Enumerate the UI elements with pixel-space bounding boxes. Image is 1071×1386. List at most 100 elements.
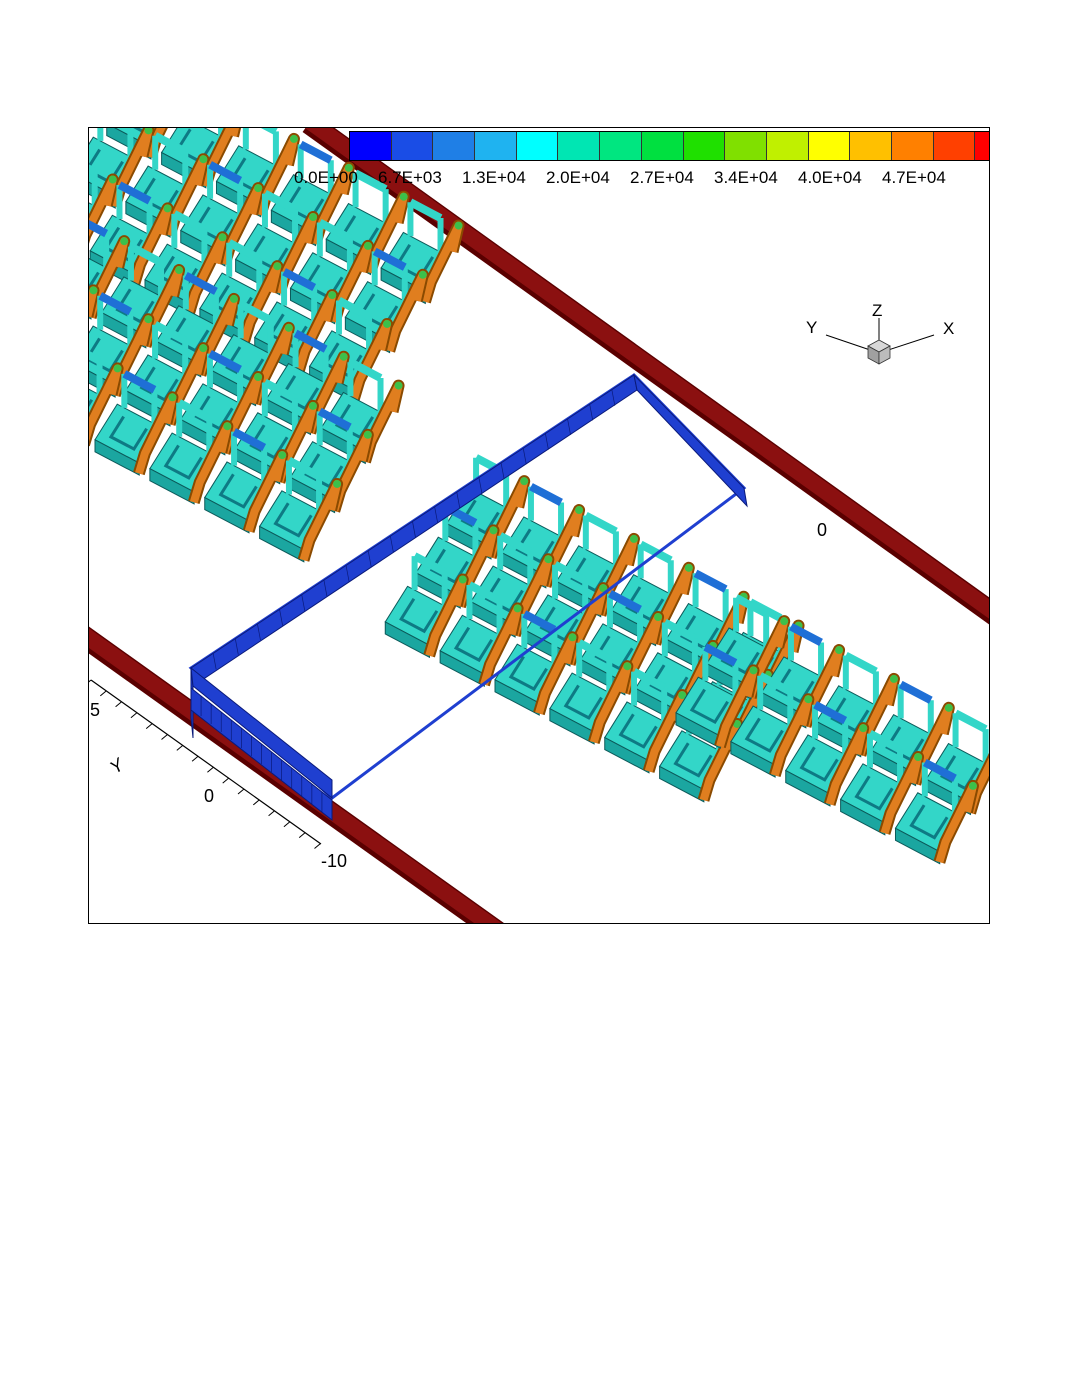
seat-joint	[199, 155, 208, 164]
triad-z-label: Z	[872, 301, 883, 320]
seat-cushion-side	[259, 525, 305, 563]
seat-joint	[89, 286, 98, 295]
seat-headrest	[498, 532, 533, 556]
axis-tick-mark	[207, 766, 214, 773]
colorbar-tick: 2.7E+04	[630, 168, 694, 187]
seat-contour	[304, 264, 344, 300]
seat-headrest	[372, 247, 407, 271]
seat-headrest	[282, 268, 317, 292]
seat-armrest	[935, 781, 977, 864]
block-grid-line	[478, 477, 483, 494]
colorbar-swatch	[850, 132, 892, 160]
seat-joint	[733, 719, 742, 728]
seat-contour	[285, 186, 325, 222]
colorbar-swatch	[475, 132, 517, 160]
seat-headrest	[467, 581, 502, 605]
seat-headrest	[232, 428, 267, 452]
seat-armrest	[385, 270, 427, 353]
axis-tick-mark	[176, 745, 184, 751]
colorbar-tick: 4.7E+04	[882, 168, 946, 187]
seat-headrest	[129, 243, 163, 267]
seat-joint	[780, 617, 789, 626]
seat-headrest	[293, 329, 328, 353]
colorbar-swatch	[641, 132, 684, 160]
seat-armrest	[880, 753, 923, 835]
block-grid-line	[522, 448, 527, 465]
seat-contour	[175, 128, 215, 164]
axis-tick-mark	[191, 755, 199, 762]
seat-headrest	[843, 651, 878, 675]
seat-headrest	[177, 399, 212, 423]
axis-tick-mark	[298, 832, 306, 838]
block-grid-line	[234, 638, 239, 655]
seat-headrest	[734, 594, 769, 618]
seat-cushion-side	[494, 678, 540, 716]
seat	[675, 643, 760, 749]
seat-joint	[175, 266, 184, 275]
seat-joint	[229, 294, 238, 303]
seat-contour	[273, 502, 313, 538]
seat-cushion-side	[730, 740, 776, 778]
seat-headrest	[208, 161, 243, 185]
triad-x-label: X	[943, 319, 955, 338]
seat-joint	[513, 604, 522, 613]
seat-headrest	[172, 210, 207, 234]
axis-tick-mark	[314, 843, 321, 849]
seat-joint	[199, 344, 208, 353]
block-grid-line	[279, 609, 283, 626]
seat-contour	[909, 804, 949, 840]
seat-joint	[254, 184, 263, 193]
seat-joint	[113, 364, 122, 373]
seat-headrest	[89, 164, 97, 176]
axis-tick-mark	[99, 690, 107, 697]
seat-headrest	[153, 321, 188, 345]
seat-armrest	[825, 724, 868, 806]
seat-headrest	[868, 730, 902, 753]
seat-headrest	[608, 590, 642, 613]
seat-headrest	[662, 618, 697, 642]
seat-headrest	[262, 378, 297, 402]
seat-joint	[339, 352, 348, 361]
seat-headrest	[348, 358, 383, 382]
colorbar-swatch	[391, 132, 434, 160]
block-grid-line	[434, 506, 438, 523]
seat	[258, 457, 344, 563]
colorbar-tick-labels: 0.0E+00 6.7E+03 1.3E+04 2.0E+04 2.7E+04 …	[294, 168, 989, 192]
seat-headrest	[153, 132, 188, 156]
seat-contour	[108, 415, 148, 451]
seat-headrest	[337, 297, 371, 320]
seat	[94, 370, 179, 476]
seat-cushion-side	[149, 467, 195, 505]
seat-headrest	[529, 483, 563, 507]
colorbar	[349, 131, 989, 161]
seat-cushion-side	[659, 765, 705, 803]
seat-armrest	[294, 291, 337, 373]
y-axis-tick: 5	[90, 700, 101, 720]
x-axis-tick-partial: 0	[817, 520, 828, 540]
seat-joint	[120, 237, 129, 246]
colorbar-swatch	[808, 132, 851, 160]
seat-joint	[273, 262, 282, 271]
seat-joint	[308, 401, 317, 410]
colorbar-swatch	[683, 132, 726, 160]
seat-contour	[618, 713, 658, 749]
block-grid-line	[390, 536, 394, 553]
seat	[384, 552, 469, 659]
seat-headrest	[898, 680, 933, 704]
seat-headrest	[408, 198, 443, 222]
seat-headrest	[922, 758, 957, 782]
block-right-wall	[633, 373, 748, 508]
seat-armrest	[716, 666, 758, 748]
seat-joint	[944, 703, 953, 712]
seat-armrest	[89, 364, 122, 442]
seat-headrest	[317, 218, 352, 242]
axis-tick-mark	[222, 777, 230, 784]
seat-cushion-side	[894, 827, 941, 865]
seat-contour	[453, 626, 494, 663]
axis-tick-mark	[89, 679, 92, 683]
seat-contour	[218, 473, 258, 509]
block-grid-line	[545, 433, 549, 450]
axis-tick-mark	[237, 788, 245, 795]
y-axis-line	[89, 679, 322, 849]
seat-contour	[249, 235, 289, 271]
